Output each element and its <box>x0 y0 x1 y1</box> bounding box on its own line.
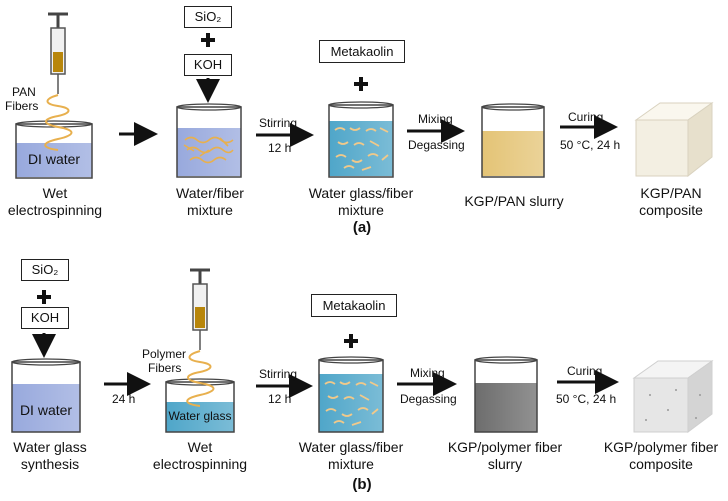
reagent-box-koh: KOH <box>21 307 69 329</box>
beaker-text: DI water <box>19 402 73 418</box>
beaker-water-fiber <box>176 103 242 178</box>
arrow-label-bottom: 12 h <box>268 141 292 155</box>
reagent-box-metakaolin: Metakaolin <box>319 40 405 63</box>
cube-kgp-polymer-composite <box>632 360 714 433</box>
arrow-label-top: Mixing <box>418 112 453 126</box>
fiber-label-line2: Fibers <box>148 361 182 375</box>
arrow-label-top: Curing <box>568 110 604 124</box>
arrow-label-bottom: 50 °C, 24 h <box>556 392 617 406</box>
arrow-label-top: Stirring <box>259 116 298 130</box>
fiber-spiral <box>186 350 215 407</box>
plus-icon <box>37 290 51 304</box>
arrow-label-top: Mixing <box>410 366 445 380</box>
fiber-label-line1: PAN <box>12 85 36 99</box>
beaker-di-water-b <box>11 358 81 433</box>
beaker-text: DI water <box>27 151 81 167</box>
cube-kgp-pan-composite <box>634 102 714 178</box>
fiber-label-line2: Fibers <box>5 99 39 113</box>
panel-label-b: (b) <box>352 476 372 493</box>
arrow-label-bottom: 24 h <box>112 392 136 406</box>
reagent-box-koh: KOH <box>184 54 232 76</box>
arrow-label-top: Curing <box>567 364 603 378</box>
arrow-label-bottom: 12 h <box>268 392 292 406</box>
beaker-water-glass-fiber-b <box>318 356 384 433</box>
syringe-icon <box>48 12 68 94</box>
reagent-box-sio2: SiO₂ <box>184 6 232 28</box>
reagent-box-sio2: SiO₂ <box>21 259 69 281</box>
beaker-text: Water glass <box>168 409 232 423</box>
plus-icon <box>354 77 368 91</box>
plus-icon <box>344 334 358 348</box>
beaker-kgp-pan-slurry <box>481 103 545 178</box>
arrow-label-bottom: Degassing <box>408 138 465 152</box>
arrow-label-bottom: Degassing <box>400 392 457 406</box>
arrow-label-top: Stirring <box>259 367 298 381</box>
fiber-label-line1: Polymer <box>142 347 187 361</box>
plus-icon <box>201 33 215 47</box>
beaker-di-water-a <box>15 120 93 179</box>
beaker-water-glass-fiber <box>328 101 394 178</box>
arrow-label-bottom: 50 °C, 24 h <box>560 138 621 152</box>
step-label: KGP/PAN slurry <box>464 193 564 209</box>
beaker-water-glass-b <box>165 378 235 433</box>
syringe-icon <box>190 268 210 350</box>
fiber-spiral <box>44 94 73 151</box>
reagent-box-metakaolin: Metakaolin <box>311 294 397 317</box>
panel-label-a: (a) <box>352 219 372 236</box>
beaker-kgp-polymer-slurry <box>474 356 538 433</box>
